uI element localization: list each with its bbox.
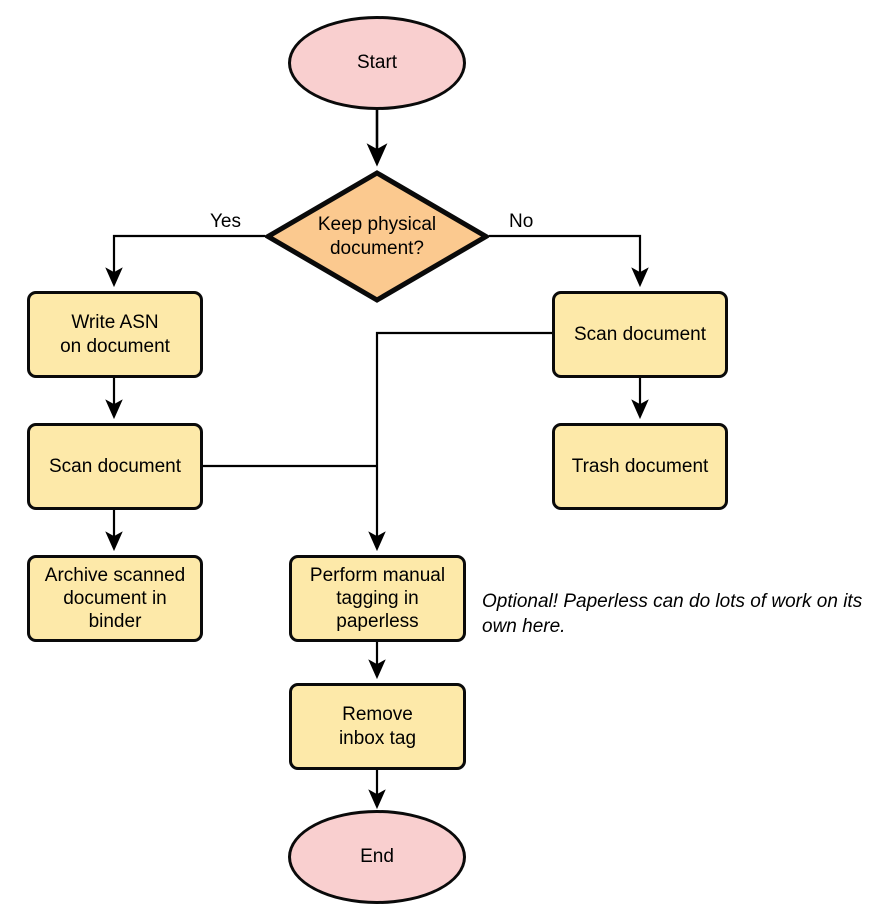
node-start[interactable]: Start [288,16,466,110]
node-write-asn-label: Write ASN on document [60,312,170,357]
node-keep-physical-document-label: Keep physical document? [317,214,437,259]
diamond-shape [265,170,489,303]
edge-label-yes: Yes [210,211,241,232]
edge-scan-right-to-tagging [368,331,552,552]
node-end-label: End [360,846,394,868]
node-remove-inbox-tag[interactable]: Remove inbox tag [289,683,466,770]
node-archive-scanned-document[interactable]: Archive scanned document in binder [27,555,203,642]
node-keep-physical-document[interactable]: Keep physical document? [265,170,489,303]
node-start-label: Start [356,52,398,74]
node-scan-document-right-label: Scan document [573,323,707,345]
node-scan-document-left-label: Scan document [48,455,182,477]
node-scan-document-right[interactable]: Scan document [552,291,728,378]
edge-label-no: No [509,211,534,232]
edge-decision-to-scan-right [489,234,649,288]
node-scan-document-left[interactable]: Scan document [27,423,203,510]
node-perform-manual-tagging-label: Perform manual tagging in paperless [309,564,446,633]
node-write-asn[interactable]: Write ASN on document [27,291,203,378]
edge-decision-to-write-asn [105,234,265,288]
node-remove-inbox-tag-label: Remove inbox tag [338,704,417,749]
node-end[interactable]: End [288,810,466,904]
node-perform-manual-tagging[interactable]: Perform manual tagging in paperless [289,555,466,642]
node-trash-document[interactable]: Trash document [552,423,728,510]
node-trash-document-label: Trash document [571,455,709,477]
optional-note: Optional! Paperless can do lots of work … [482,591,863,638]
node-archive-scanned-document-label: Archive scanned document in binder [44,564,186,633]
